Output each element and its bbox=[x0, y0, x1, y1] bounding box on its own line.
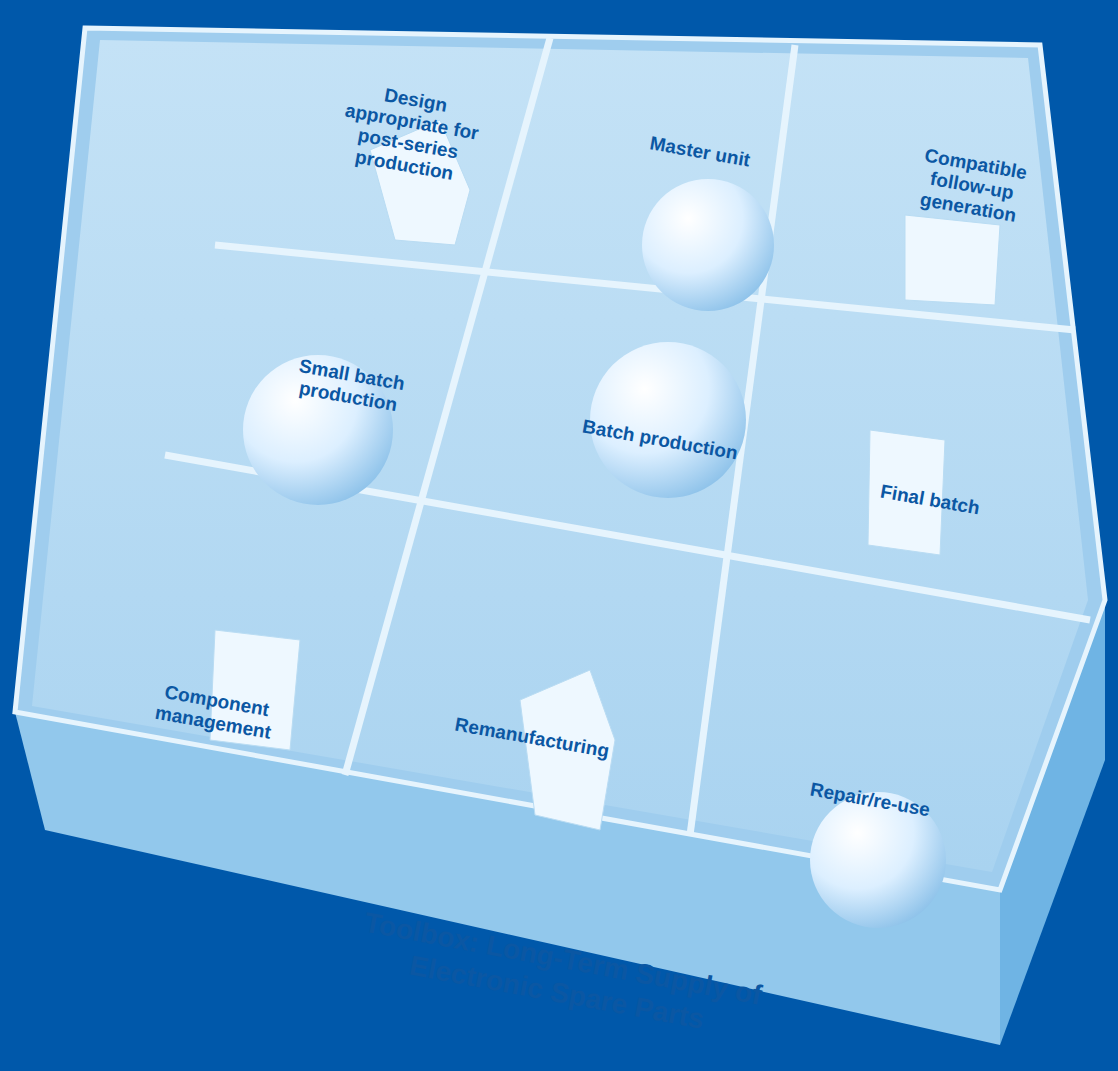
sphere bbox=[642, 179, 774, 311]
compartment-label: Final batch bbox=[864, 478, 996, 522]
cube bbox=[905, 215, 1000, 305]
compartment: Compatible follow-up generation bbox=[902, 142, 1041, 229]
compartment: Component management bbox=[142, 678, 287, 745]
compartment: Repair/re-use bbox=[789, 775, 950, 824]
compartment-label: Component management bbox=[142, 678, 287, 745]
compartment-label: Repair/re-use bbox=[789, 775, 950, 824]
compartment-label: Batch production bbox=[560, 412, 761, 468]
compartment: Final batch bbox=[864, 478, 996, 522]
toolbox-title: Toolbox: Long-Term Supply of Electronic … bbox=[323, 899, 797, 1051]
compartment-label: Remanufacturing bbox=[437, 711, 628, 766]
compartment-label: Design appropriate for post-series produ… bbox=[324, 75, 497, 189]
compartment-label: Small batch production bbox=[277, 352, 422, 419]
compartment: Design appropriate for post-series produ… bbox=[324, 75, 497, 189]
compartment: Small batch production bbox=[277, 352, 422, 419]
compartment: Batch production bbox=[560, 412, 761, 468]
tray-edge bbox=[15, 28, 1105, 890]
compartment-label: Compatible follow-up generation bbox=[902, 142, 1041, 229]
compartment-label: Master unit bbox=[619, 127, 780, 176]
compartment: Remanufacturing bbox=[437, 711, 628, 766]
compartment: Master unit bbox=[619, 127, 780, 176]
tray-side-face bbox=[1000, 600, 1105, 1045]
